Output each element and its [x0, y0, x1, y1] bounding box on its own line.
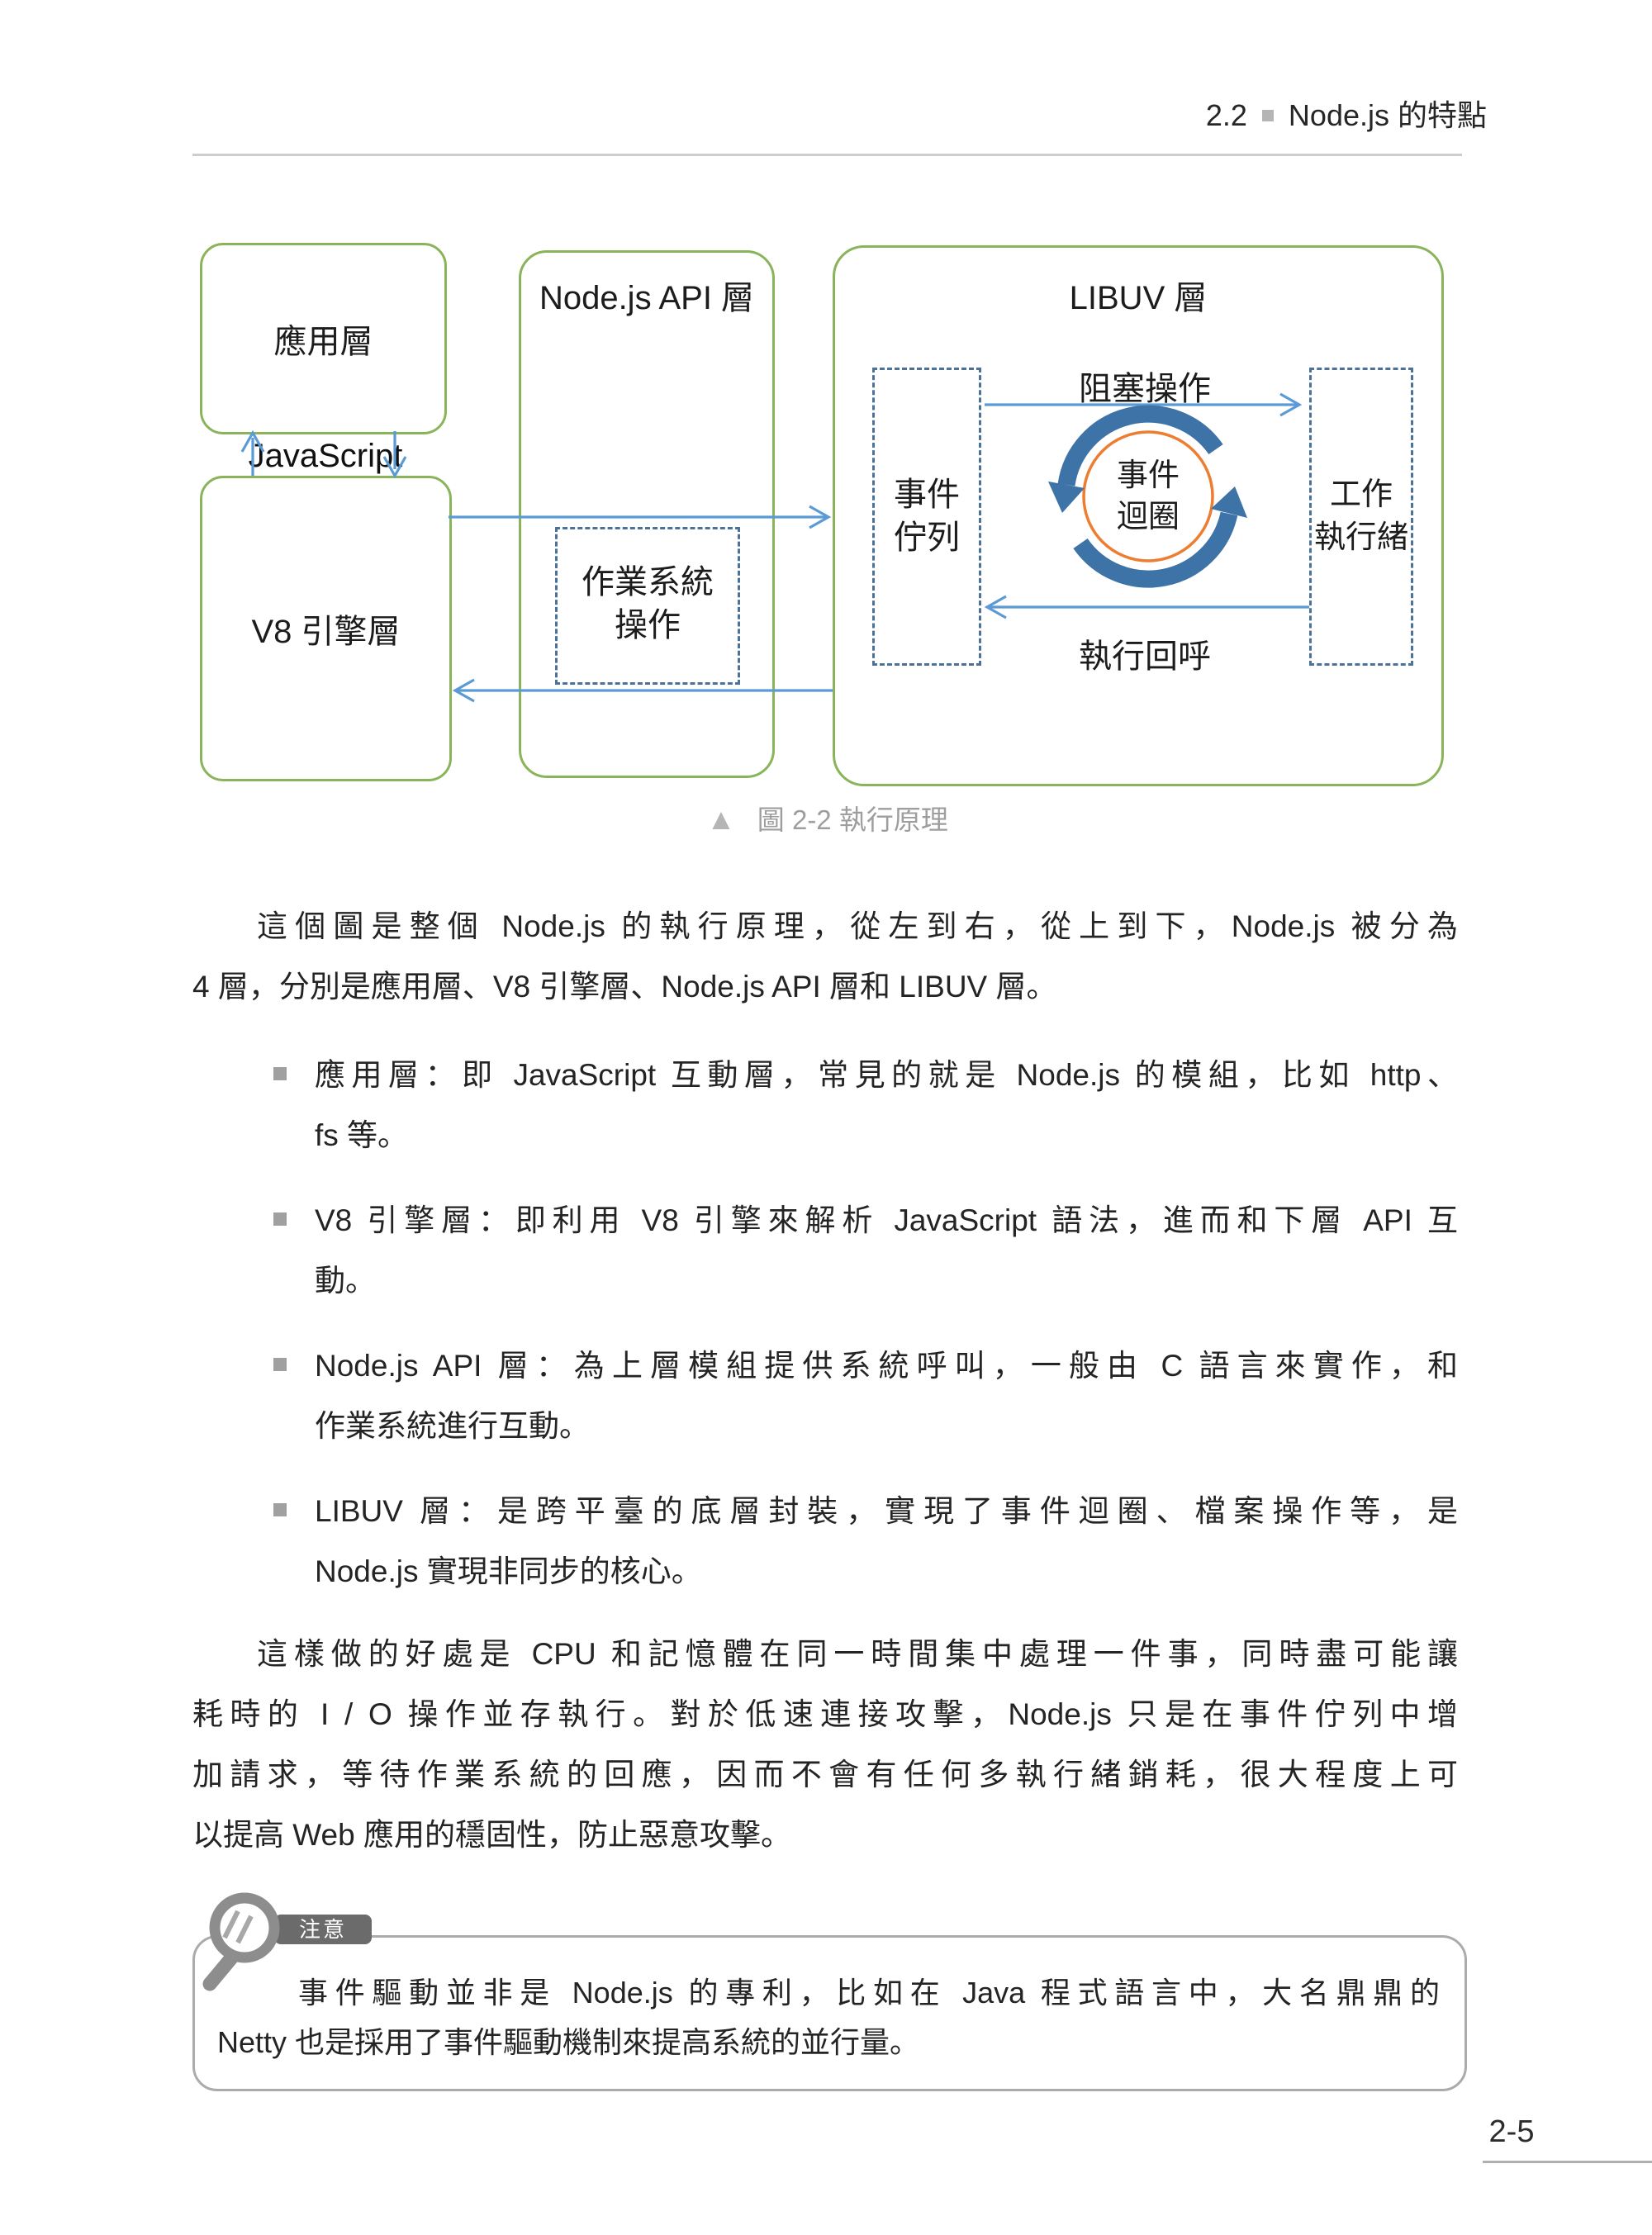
paragraph-line: 耗時的 I / O 操作並存執行。對於低速連接攻擊，Node.js 只是在事件佇…: [192, 1697, 1458, 1731]
event-loop-label: 事件 迴圈: [1116, 458, 1180, 534]
libuv-layer-label: LIBUV 層: [1069, 280, 1208, 316]
magnifier-icon: [202, 1892, 280, 1991]
event-queue-label: 事件 佇列: [894, 477, 960, 556]
caption-triangle-icon: ▲: [706, 802, 736, 836]
note-tab: 注意: [274, 1915, 372, 1944]
libuv-to-v8-arrowhead-icon: [452, 678, 475, 703]
section-title: Node.js 的特點: [1288, 98, 1487, 132]
figure-caption: ▲ 圖 2-2 執行原理: [192, 798, 1462, 838]
worker-threads-label: 工作 執行緒: [1313, 477, 1408, 555]
event-queue-box: 事件 佇列: [872, 368, 981, 666]
bullet-line: 應用層：即 JavaScript 互動層，常見的就是 Node.js 的模組，比…: [315, 1058, 1458, 1092]
paragraph-1: 這個圖是整個 Node.js 的執行原理，從左到右，從上到下，Node.js 被…: [192, 896, 1458, 1017]
bullet-square-icon: [273, 1212, 287, 1226]
caption-text: 圖 2-2 執行原理: [757, 804, 948, 835]
paragraph-line: 4 層，分別是應用層、V8 引擎層、Node.js API 層和 LIBUV 層…: [192, 970, 1057, 1004]
paragraph-2: 這樣做的好處是 CPU 和記憶體在同一時間集中處理一件事，同時盡可能讓 耗時的 …: [192, 1624, 1458, 1865]
bullet-line: 動。: [315, 1264, 376, 1298]
bullet-square-icon: [273, 1503, 287, 1516]
bullet-item-v8-layer: V8 引擎層：即利用 V8 引擎來解析 JavaScript 語法，進而和下層 …: [273, 1190, 1458, 1311]
page-header: 2.2 Node.js 的特點: [743, 97, 1487, 134]
app-layer-label: 應用層: [273, 324, 373, 360]
bullet-item-app-layer: 應用層：即 JavaScript 互動層，常見的就是 Node.js 的模組，比…: [273, 1045, 1458, 1165]
bullet-square-icon: [273, 1067, 287, 1080]
worker-threads-box: 工作 執行緒: [1309, 368, 1413, 666]
bullet-line: V8 引擎層：即利用 V8 引擎來解析 JavaScript 語法，進而和下層 …: [315, 1203, 1458, 1237]
square-bullet-icon: [1261, 110, 1274, 122]
footer-rule: [1483, 2161, 1652, 2163]
paragraph-line: 以提高 Web 應用的穩固性，防止惡意攻擊。: [192, 1818, 791, 1852]
paragraph-line: 這樣做的好處是 CPU 和記憶體在同一時間集中處理一件事，同時盡可能讓: [257, 1637, 1458, 1671]
javascript-label: JavaScript: [248, 438, 403, 474]
note-line: Netty 也是採用了事件驅動機制來提高系統的並行量。: [217, 2025, 920, 2059]
os-operations-box: 作業系統 操作: [555, 527, 740, 685]
note-box: [192, 1935, 1467, 2091]
v8-layer-label: V8 引擎層: [251, 614, 401, 650]
section-number: 2.2: [1205, 98, 1247, 132]
note-text: 事件驅動並非是 Node.js 的專利，比如在 Java 程式語言中，大名鼎鼎的…: [217, 1968, 1440, 2067]
bullet-line: 作業系統進行互動。: [315, 1409, 590, 1443]
blocking-ops-label: 阻塞操作: [1079, 371, 1211, 407]
paragraph-line: 這個圖是整個 Node.js 的執行原理，從左到右，從上到下，Node.js 被…: [257, 909, 1458, 943]
bullet-square-icon: [273, 1358, 287, 1371]
note-line: 事件驅動並非是 Node.js 的專利，比如在 Java 程式語言中，大名鼎鼎的: [298, 1976, 1440, 2010]
bullet-line: fs 等。: [315, 1118, 409, 1152]
paragraph-line: 加請求，等待作業系統的回應，因而不會有任何多執行緒銷耗，很大程度上可: [192, 1758, 1458, 1791]
page-number: 2-5: [1488, 2114, 1535, 2149]
header-rule: [192, 154, 1462, 156]
v8-to-libuv-arrowhead-icon: [809, 505, 832, 529]
exec-callback-label: 執行回呼: [1079, 638, 1211, 675]
v8-layer-box: V8 引擎層: [200, 476, 452, 781]
bullet-line: LIBUV 層：是跨平臺的底層封裝，實現了事件迴圈、檔案操作等，是: [315, 1494, 1458, 1528]
bullet-item-api-layer: Node.js API 層：為上層模組提供系統呼叫，一般由 C 語言來實作，和 …: [273, 1336, 1458, 1456]
api-layer-label: Node.js API 層: [539, 280, 755, 316]
bullet-line: Node.js 實現非同步的核心。: [315, 1554, 702, 1588]
bullet-item-libuv-layer: LIBUV 層：是跨平臺的底層封裝，實現了事件迴圈、檔案操作等，是 Node.j…: [273, 1481, 1458, 1602]
bullet-line: Node.js API 層：為上層模組提供系統呼叫，一般由 C 語言來實作，和: [315, 1349, 1458, 1383]
app-layer-box: 應用層: [200, 243, 447, 434]
api-layer-box: Node.js API 層: [519, 250, 775, 778]
os-operations-label: 作業系統 操作: [582, 564, 714, 643]
